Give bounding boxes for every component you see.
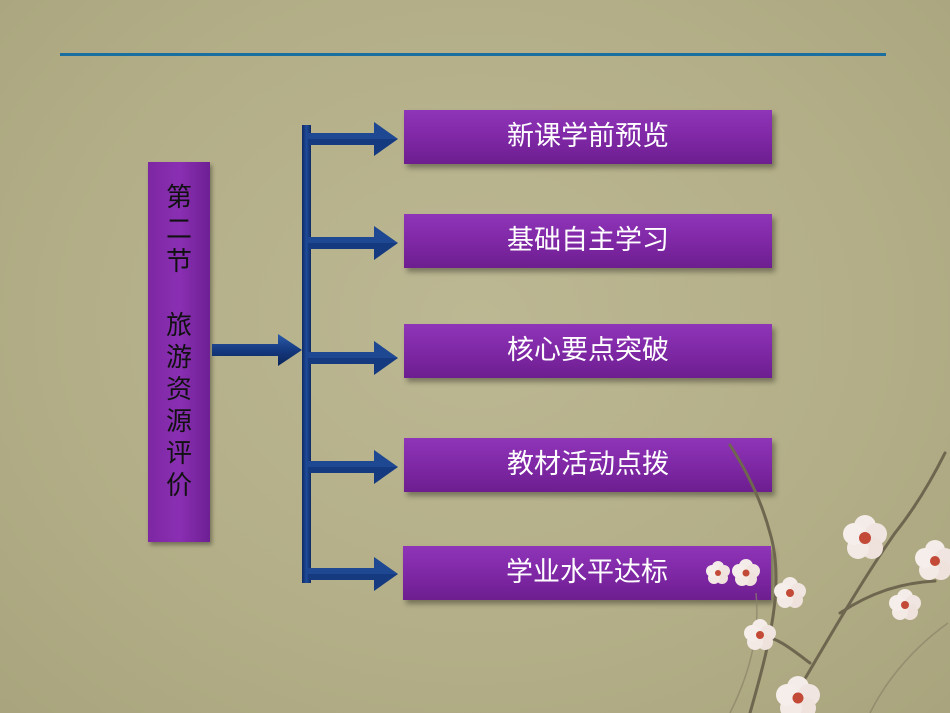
section-subtitle-char: 源 [165,407,192,437]
menu-item-activity-guide[interactable]: 教材活动点拨 [404,438,772,492]
main-connector-arrow-icon [212,334,302,366]
section-title-char: 第 [165,183,192,213]
branch-spine [302,125,311,583]
section-title-char: 节 [165,247,192,277]
branch-arrow-icon [308,450,398,484]
menu-item-basic-study[interactable]: 基础自主学习 [404,214,772,268]
menu-item-key-points[interactable]: 核心要点突破 [404,324,772,378]
section-title-box: 第 二 节 旅 游 资 源 评 价 [148,162,210,542]
title-spacer [148,278,210,310]
branch-arrow-icon [308,557,398,591]
section-subtitle-char: 价 [165,471,192,501]
branch-arrow-icon [308,122,398,156]
section-subtitle-char: 旅 [165,311,192,341]
menu-item-preview[interactable]: 新课学前预览 [404,110,772,164]
section-title-char: 二 [165,215,192,245]
flower-branch-icon [706,443,950,713]
top-divider-line [60,53,886,56]
section-subtitle-char: 游 [165,343,192,373]
branch-arrow-icon [308,341,398,375]
section-subtitle-char: 资 [165,375,192,405]
section-subtitle-char: 评 [165,439,192,469]
branch-arrow-icon [308,226,398,260]
